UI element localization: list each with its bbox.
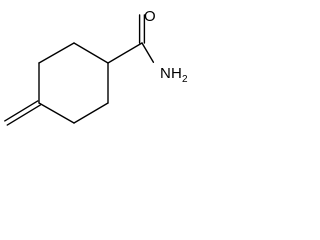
chemical-structure: O N H 2 bbox=[4, 8, 188, 126]
bond-carbonyl-c-nitrogen bbox=[141, 42, 155, 63]
bond-c4-c5 bbox=[38, 102, 75, 124]
bond-c5-c6 bbox=[73, 102, 109, 124]
bond-c4-methylene-c-line-b bbox=[6, 104, 41, 126]
amine-group-label: N H 2 bbox=[160, 65, 188, 85]
nitrogen-atom-label: N bbox=[160, 65, 171, 82]
bond-c1-carbonyl-c bbox=[107, 42, 143, 64]
bond-c4-methylene-c-line-a bbox=[4, 100, 39, 122]
oxygen-atom-label: O bbox=[144, 8, 156, 25]
bond-c1-c2 bbox=[73, 42, 109, 64]
bond-c2-c3 bbox=[38, 42, 75, 64]
bonds-layer bbox=[4, 14, 155, 126]
hydrogen-count-subscript: 2 bbox=[182, 74, 188, 85]
hydrogen-atom-label: H bbox=[171, 65, 182, 82]
